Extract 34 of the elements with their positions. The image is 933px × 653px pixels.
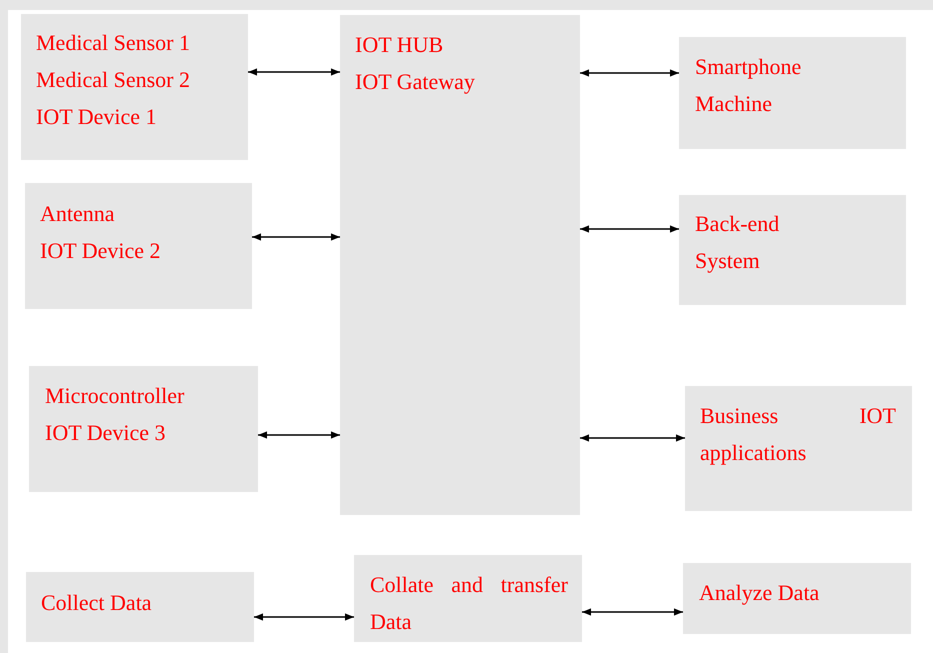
process-box: [340, 15, 580, 515]
node-label: Medical Sensor 1: [36, 29, 190, 57]
process-box: [354, 555, 582, 642]
node-label: IOT HUB: [355, 31, 444, 59]
process-box: [679, 37, 906, 149]
node-label: Microcontroller: [45, 382, 184, 410]
node-label: Medical Sensor 2: [36, 66, 190, 94]
node-label: Antenna: [40, 200, 115, 228]
process-box: [683, 563, 911, 634]
node-label: Collect Data: [41, 589, 152, 617]
arrow: [254, 613, 354, 621]
arrow: [580, 69, 679, 77]
arrow: [258, 431, 340, 439]
node-label: IOT Device 1: [36, 103, 157, 131]
node-label: IOT Device 3: [45, 419, 166, 447]
node-label: Business IOT applications: [700, 402, 896, 467]
process-box: [29, 366, 258, 492]
node-label: Back-end System: [695, 210, 780, 275]
process-box: [25, 183, 252, 309]
node-label: Analyze Data: [699, 579, 820, 607]
process-box: [21, 14, 248, 160]
node-label: Smartphone: [695, 53, 802, 81]
arrow: [252, 233, 340, 241]
node-label: Machine: [695, 90, 772, 118]
process-box: [679, 195, 906, 305]
arrow: [582, 608, 683, 616]
arrow: [580, 434, 685, 442]
arrow: [248, 68, 340, 76]
arrow: [580, 225, 679, 233]
node-label: IOT Device 2: [40, 237, 161, 265]
node-label: IOT Gateway: [355, 68, 475, 96]
process-box: [685, 386, 912, 511]
node-label: Collate and transfer Data: [370, 571, 568, 636]
process-box: [26, 572, 254, 642]
